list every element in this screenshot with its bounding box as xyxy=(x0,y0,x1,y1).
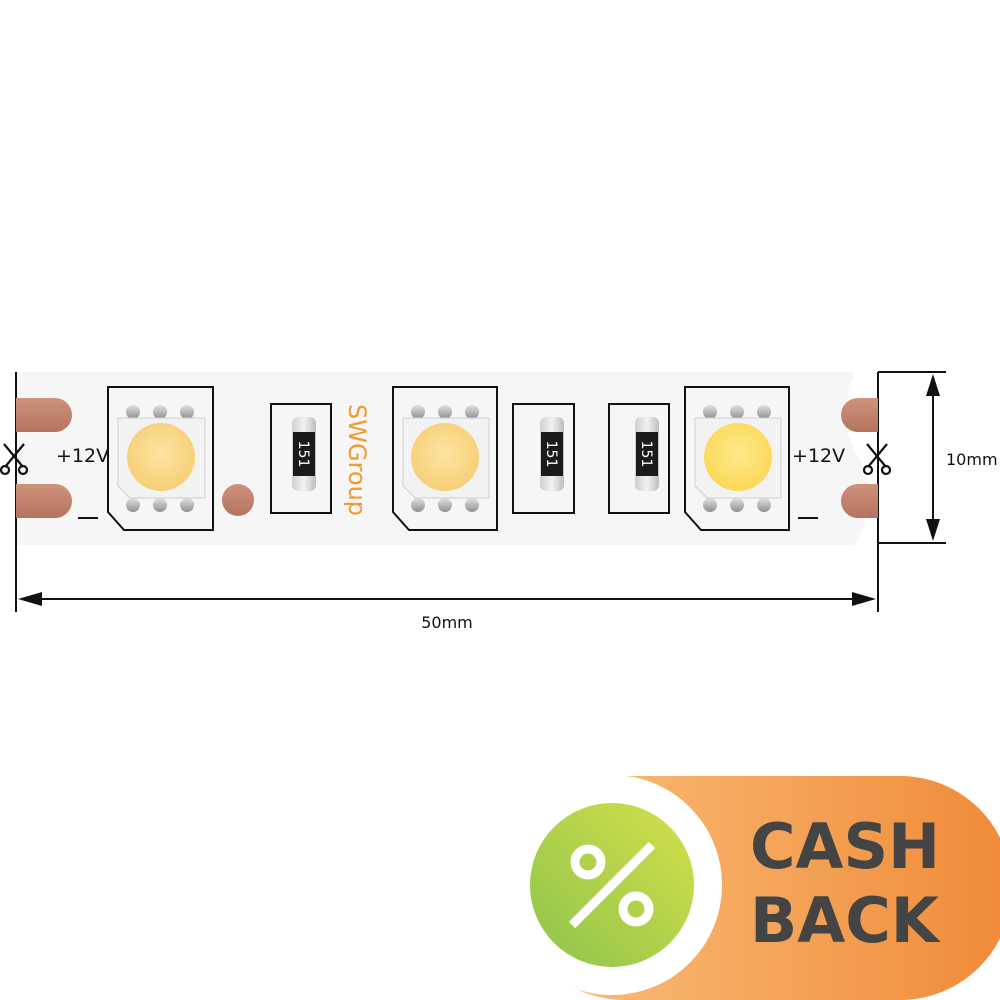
plus-12v-label-right: +12V xyxy=(792,445,845,467)
length-label: 50mm xyxy=(421,613,473,632)
resistor-2-code: 151 xyxy=(543,441,559,468)
copper-pad-top-left xyxy=(16,398,72,432)
cashback-line-2: BACK xyxy=(750,884,941,957)
plus-12v-label-left: +12V xyxy=(56,445,109,467)
scissors-icon xyxy=(0,443,29,476)
copper-pad-top-right xyxy=(841,398,878,432)
resistor-1-code: 151 xyxy=(295,441,311,468)
smd-led-3 xyxy=(684,386,790,531)
percent-icon xyxy=(568,841,656,929)
resistor-1: 151 xyxy=(270,403,332,514)
brand-logo: SWGroup xyxy=(343,404,371,516)
copper-pad-bottom-right xyxy=(841,484,878,518)
resistor-2: 151 xyxy=(512,403,575,514)
solder-dot xyxy=(222,484,254,516)
copper-pad-bottom-left xyxy=(16,484,72,518)
resistor-3-code: 151 xyxy=(638,441,654,468)
resistor-3: 151 xyxy=(608,403,670,514)
cashback-badge: CASH BACK xyxy=(502,775,1000,1000)
length-dimension xyxy=(18,592,876,606)
smd-led-2 xyxy=(392,386,498,531)
cashback-line-1: CASH xyxy=(750,810,940,883)
width-dimension xyxy=(878,371,946,544)
width-label: 10mm xyxy=(946,450,998,469)
smd-led-1 xyxy=(107,386,214,531)
scissors-icon xyxy=(862,443,892,476)
